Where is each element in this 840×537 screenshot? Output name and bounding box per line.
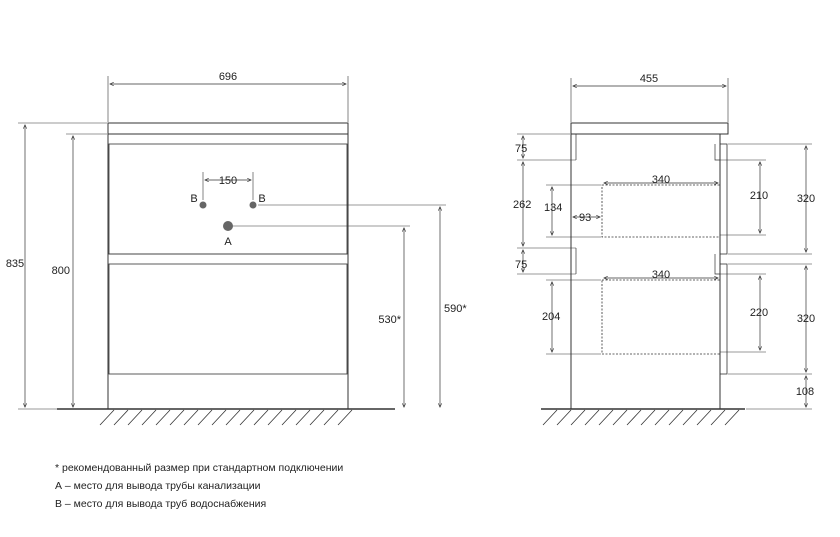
note-recommended: * рекомендованный размер при стандартном… [55, 462, 344, 474]
side-upper-front [719, 143, 728, 255]
pipe-a-marker [223, 221, 233, 231]
side-lower-inner-label: 204 [542, 311, 560, 323]
side-plinth-label: 108 [796, 386, 814, 398]
side-upper-front-label: 320 [797, 193, 815, 205]
side-ground-hatch [542, 409, 740, 426]
side-lower-drawer-height-label: 220 [750, 307, 768, 319]
side-countertop [570, 122, 729, 135]
height-a-label: 530* [378, 314, 401, 326]
pipe-spacing-label: 150 [219, 175, 237, 187]
note-a-pipe: А – место для вывода трубы канализации [55, 480, 261, 492]
front-countertop [107, 122, 349, 135]
front-width-label: 696 [219, 71, 237, 83]
side-upper-inner-label: 134 [544, 202, 562, 214]
pipe-a-label: A [224, 236, 232, 248]
side-upper-drawer [601, 184, 721, 238]
side-mid-gap-label: 75 [515, 259, 527, 271]
pipe-b-right-marker [249, 201, 257, 209]
side-lower-front-label: 320 [797, 313, 815, 325]
front-height-835-label: 835 [6, 258, 24, 270]
height-b-label: 590* [444, 303, 467, 315]
side-lower-drawer [601, 279, 721, 355]
side-lower-drawer-depth-label: 340 [652, 269, 670, 281]
side-top-gap-label: 75 [515, 143, 527, 155]
pipe-b-right-label: B [258, 193, 265, 205]
front-ground-hatch [99, 409, 353, 426]
pipe-b-left-label: B [190, 193, 197, 205]
side-upper-drawer-depth-label: 340 [652, 174, 670, 186]
side-upper-setback-label: 93 [579, 212, 591, 224]
note-b-pipes: В – место для вывода труб водоснабжения [55, 498, 267, 510]
side-drawer-zone-label: 262 [513, 199, 531, 211]
side-upper-drawer-height-label: 210 [750, 190, 768, 202]
front-lower-drawer [108, 263, 348, 375]
pipe-b-left-marker [199, 201, 207, 209]
side-lower-front [719, 263, 728, 375]
front-height-800-label: 800 [52, 265, 70, 277]
notes: * рекомендованный размер при стандартном… [55, 459, 343, 513]
side-depth-label: 455 [640, 73, 658, 85]
side-view [517, 78, 812, 426]
front-view [18, 76, 446, 426]
